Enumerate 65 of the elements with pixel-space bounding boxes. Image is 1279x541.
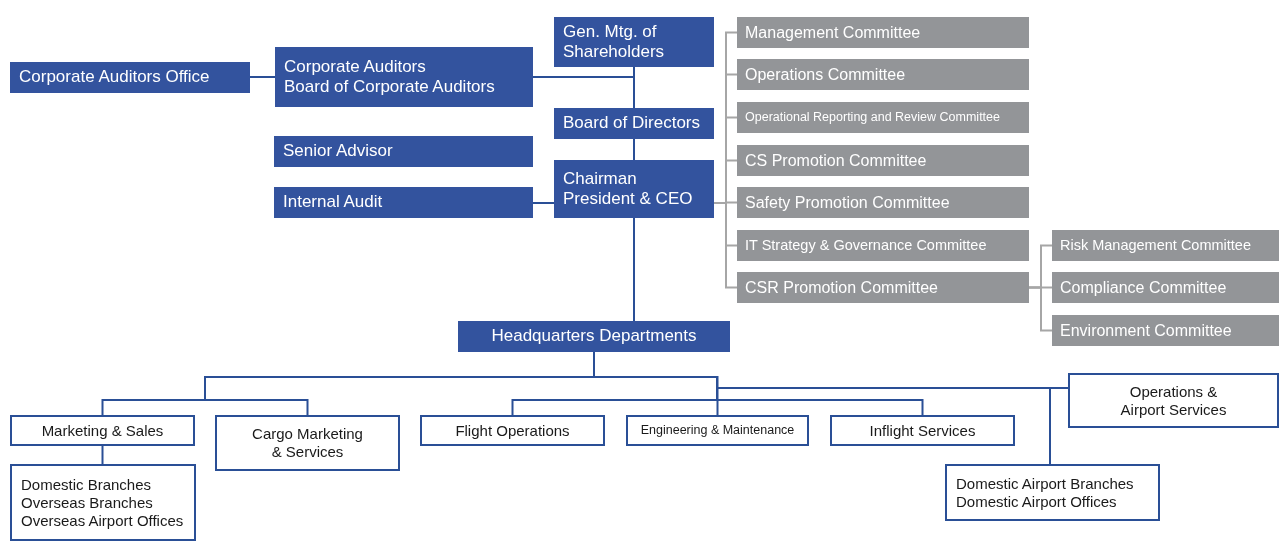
box-label: Risk Management Committee: [1060, 236, 1252, 255]
department-box: [215, 415, 400, 471]
connector-line: [249, 76, 276, 78]
box-label: Management Committee: [745, 22, 922, 43]
box-label: Chairman: [563, 168, 638, 189]
committee-box: [737, 102, 1029, 133]
committee-box: [737, 17, 1029, 48]
box-label: Safety Promotion Committee: [745, 192, 951, 213]
department-box: [10, 464, 196, 541]
org-box: [458, 321, 730, 352]
committee-box: [1052, 315, 1279, 346]
box-label: Operational Reporting and Review Committee: [745, 110, 1001, 125]
committee-box: [737, 230, 1029, 261]
org-box: [275, 47, 533, 107]
box-label: Operations & Airport Services: [1119, 382, 1228, 419]
committee-box: [737, 272, 1029, 303]
org-box: [274, 187, 533, 218]
org-box: [554, 108, 714, 139]
box-label: Headquarters Departments: [491, 326, 697, 347]
box-label: President & CEO: [563, 189, 694, 210]
box-label: CSR Promotion Committee: [745, 277, 939, 298]
box-label: Corporate Auditors: [284, 56, 427, 77]
committee-box: [1052, 230, 1279, 261]
connector-line: [532, 202, 555, 204]
department-box: [945, 464, 1160, 521]
box-label: Domestic Airport Offices: [956, 492, 1118, 511]
box-label: Inflight Services: [869, 421, 976, 440]
org-box: [274, 136, 533, 167]
box-label: Senior Advisor: [283, 141, 394, 162]
connector-line: [633, 217, 635, 322]
committee-box: [737, 145, 1029, 176]
connector-line: [633, 66, 635, 109]
connector-line: [633, 138, 635, 161]
box-label: Flight Operations: [455, 421, 570, 440]
box-label: Board of Directors: [563, 113, 701, 134]
box-label: Operations Committee: [745, 64, 907, 85]
box-label: Overseas Airport Offices: [21, 511, 185, 530]
box-label: Board of Corporate Auditors: [284, 77, 496, 98]
org-box: [554, 17, 714, 67]
org-box: [554, 160, 714, 218]
committee-box: [1052, 272, 1279, 303]
department-box: [1068, 373, 1279, 428]
department-box: [420, 415, 605, 446]
box-label: Engineering & Maintenance: [640, 423, 795, 438]
box-label: Internal Audit: [283, 192, 384, 213]
box-label: Marketing & Sales: [41, 421, 164, 440]
connector-line: [101, 445, 104, 465]
box-label: CS Promotion Committee: [745, 150, 928, 171]
department-box: [626, 415, 809, 446]
department-box: [830, 415, 1015, 446]
org-box: [10, 62, 250, 93]
committee-box: [737, 59, 1029, 90]
department-box: [10, 415, 195, 446]
connector-line: [713, 202, 738, 289]
box-label: Compliance Committee: [1060, 277, 1228, 298]
connector-line: [1028, 286, 1053, 332]
box-label: IT Strategy & Governance Committee: [745, 236, 988, 255]
box-label: Cargo Marketing & Services: [251, 425, 364, 461]
committee-box: [737, 187, 1029, 218]
box-label: Overseas Branches: [21, 493, 154, 512]
box-label: Corporate Auditors Office: [19, 67, 211, 88]
box-label: Domestic Branches: [21, 475, 153, 494]
box-label: Environment Committee: [1060, 320, 1233, 341]
box-label: Gen. Mtg. of Shareholders: [563, 21, 666, 63]
box-label: Domestic Airport Branches: [956, 474, 1135, 493]
